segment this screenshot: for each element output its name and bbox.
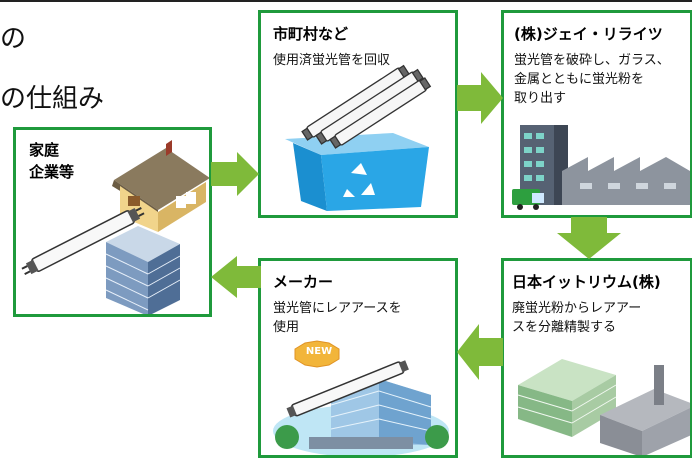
maker-description: 蛍光管にレアアースを 使用	[273, 301, 402, 335]
refiner-box: 日本イットリウム(株) 廃蛍光粉からレアアー スを分離精製する	[501, 258, 692, 458]
slide-title-fragment-1: の	[0, 24, 27, 54]
tube-bundle	[301, 64, 432, 149]
recycler-title: (株)ジェイ・リライツ	[514, 25, 663, 43]
new-badge: NEW	[305, 346, 333, 357]
maker-title: メーカー	[273, 273, 334, 291]
industrial-plant-icon	[273, 379, 449, 455]
office-building-icon	[105, 226, 181, 314]
households-box: 家庭 企業等	[13, 127, 212, 317]
arrow-maker-to-households	[211, 256, 261, 298]
industrial-plant-icon	[517, 359, 690, 455]
municipality-title: 市町村など	[273, 25, 349, 43]
arrow-refiner-to-maker	[457, 324, 503, 380]
recycle-bin-icon	[285, 64, 432, 211]
arrow-recycler-to-refiner	[557, 217, 621, 259]
municipality-description: 使用済蛍光管を回収	[273, 53, 391, 68]
top-rule	[0, 0, 692, 2]
slide-title-fragment-2: の仕組み	[0, 84, 105, 114]
arrow-households-to-municipality	[211, 152, 259, 196]
recycler-box: (株)ジェイ・リライツ 蛍光管を破砕し、ガラス、 金属とともに蛍光粉を 取り出す	[501, 10, 692, 218]
refiner-title: 日本イットリウム(株)	[512, 273, 661, 291]
refiner-description: 廃蛍光粉からレアアー スを分離精製する	[512, 301, 642, 335]
municipality-box: 市町村など 使用済蛍光管を回収	[258, 10, 458, 218]
new-badge-icon	[294, 340, 340, 368]
households-title-line1: 家庭	[29, 141, 60, 159]
households-title-line2: 企業等	[29, 163, 75, 181]
maker-box: メーカー 蛍光管にレアアースを 使用 NEW	[258, 258, 458, 458]
fluorescent-tube-icon	[21, 207, 145, 276]
recycler-description: 蛍光管を破砕し、ガラス、 金属とともに蛍光粉を 取り出す	[514, 53, 670, 106]
factory-icon	[512, 125, 690, 210]
fluorescent-tube-icon	[286, 360, 409, 418]
arrow-municipality-to-recycler	[457, 72, 503, 124]
